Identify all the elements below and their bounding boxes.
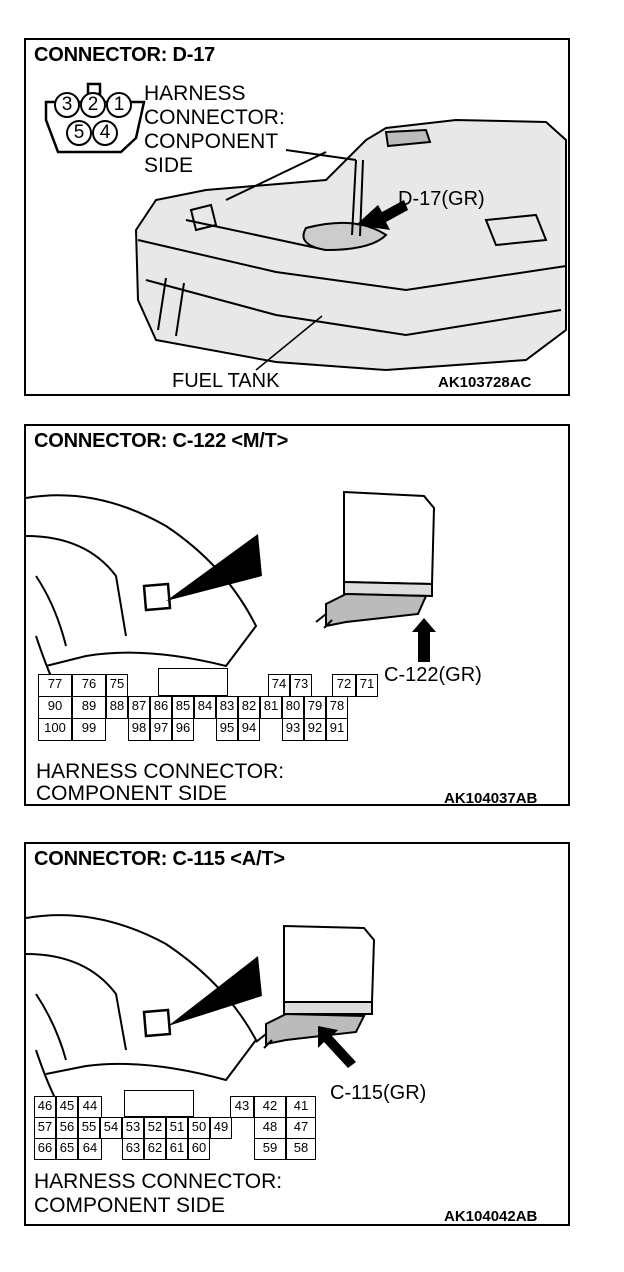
c115-pin-44: 44 <box>78 1096 102 1118</box>
connector-d17-panel: CONNECTOR: D-17 3 2 1 5 4 HARNESS CONNEC… <box>24 38 570 396</box>
c122-pin-87: 87 <box>128 696 150 719</box>
c115-empty-frame <box>124 1090 194 1117</box>
c115-pin-58: 58 <box>286 1138 316 1160</box>
c122-pin-78: 78 <box>326 696 348 719</box>
d17-pin-1: 1 <box>106 92 132 118</box>
c122-pin-74: 74 <box>268 674 290 697</box>
c115-pin-64: 64 <box>78 1138 102 1160</box>
c115-pin-41: 41 <box>286 1096 316 1118</box>
c115-harness-label-2: COMPONENT SIDE <box>34 1194 225 1217</box>
c122-harness-label-1: HARNESS CONNECTOR: <box>36 760 285 783</box>
c122-pin-79: 79 <box>304 696 326 719</box>
c122-pin-85: 85 <box>172 696 194 719</box>
c115-pin-47: 47 <box>286 1117 316 1139</box>
d17-harness-label-1: HARNESS <box>144 82 246 105</box>
d17-callout: D-17(GR) <box>398 188 485 210</box>
c122-pin-71: 71 <box>356 674 378 697</box>
c115-pin-53: 53 <box>122 1117 144 1139</box>
c122-figure-code: AK104037AB <box>444 790 538 807</box>
d17-harness-label-2: CONNECTOR: <box>144 106 285 129</box>
c115-callout: C-115(GR) <box>330 1082 427 1104</box>
c115-pin-45: 45 <box>56 1096 78 1118</box>
c122-pin-83: 83 <box>216 696 238 719</box>
c115-pin-42: 42 <box>254 1096 286 1118</box>
c122-pin-91: 91 <box>326 718 348 741</box>
c115-pin-59: 59 <box>254 1138 286 1160</box>
c115-pin-56: 56 <box>56 1117 78 1139</box>
fuel-tank-label: FUEL TANK <box>172 370 280 392</box>
c122-pin-96: 96 <box>172 718 194 741</box>
c122-pin-80: 80 <box>282 696 304 719</box>
c122-dashboard-illustration <box>26 490 436 689</box>
c115-pin-61: 61 <box>166 1138 188 1160</box>
c115-dashboard-illustration <box>26 914 376 1101</box>
d17-harness-label-4: SIDE <box>144 154 194 177</box>
c122-pin-97: 97 <box>150 718 172 741</box>
c115-pin-62: 62 <box>144 1138 166 1160</box>
c122-harness-label-2: COMPONENT SIDE <box>36 782 227 805</box>
c122-pin-72: 72 <box>332 674 356 697</box>
c115-pin-52: 52 <box>144 1117 166 1139</box>
c122-pin-94: 94 <box>238 718 260 741</box>
c122-pin-95: 95 <box>216 718 238 741</box>
c115-pin-65: 65 <box>56 1138 78 1160</box>
c122-pin-75: 75 <box>106 674 128 697</box>
c122-zoom-wedge <box>166 534 262 601</box>
d17-pointer-arrow <box>356 200 408 230</box>
c115-harness-label-1: HARNESS CONNECTOR: <box>34 1170 283 1193</box>
c122-pin-82: 82 <box>238 696 260 719</box>
c122-pin-100: 100 <box>38 718 72 741</box>
c122-callout: C-122(GR) <box>384 664 482 686</box>
c122-pin-92: 92 <box>304 718 326 741</box>
c122-pin-77: 77 <box>38 674 72 697</box>
c122-ecu-module <box>315 490 436 629</box>
d17-pin-3: 3 <box>54 92 80 118</box>
c122-pin-88: 88 <box>106 696 128 719</box>
c115-pin-54: 54 <box>100 1117 122 1139</box>
d17-harness-label-3: CONPONENT <box>144 130 279 153</box>
d17-figure-code: AK103728AC <box>438 374 532 391</box>
d17-pin-4: 4 <box>92 120 118 146</box>
c115-pin-50: 50 <box>188 1117 210 1139</box>
c115-pin-46: 46 <box>34 1096 56 1118</box>
c122-pin-76: 76 <box>72 674 106 697</box>
c122-pin-99: 99 <box>72 718 106 741</box>
c115-ecu-module <box>255 924 376 1049</box>
c115-figure-code: AK104042AB <box>444 1208 538 1225</box>
c115-pin-60: 60 <box>188 1138 210 1160</box>
c122-pin-98: 98 <box>128 718 150 741</box>
c115-pin-57: 57 <box>34 1117 56 1139</box>
c115-pin-63: 63 <box>122 1138 144 1160</box>
d17-title: CONNECTOR: D-17 <box>34 44 216 66</box>
c115-pin-55: 55 <box>78 1117 100 1139</box>
d17-pin-2: 2 <box>80 92 106 118</box>
c115-pin-43: 43 <box>230 1096 254 1118</box>
fuel-tank-illustration <box>44 82 567 372</box>
c122-pin-81: 81 <box>260 696 282 719</box>
c122-pin-93: 93 <box>282 718 304 741</box>
c115-pin-48: 48 <box>254 1117 286 1139</box>
d17-pin-5: 5 <box>66 120 92 146</box>
c115-title: CONNECTOR: C-115 <A/T> <box>34 848 285 870</box>
c122-pin-89: 89 <box>72 696 106 719</box>
c122-pin-73: 73 <box>290 674 312 697</box>
c115-pin-51: 51 <box>166 1117 188 1139</box>
c115-pin-49: 49 <box>210 1117 232 1139</box>
c122-pin-90: 90 <box>38 696 72 719</box>
c122-pointer-arrow <box>412 618 436 662</box>
c115-zoom-wedge <box>168 956 262 1026</box>
c122-empty-frame <box>158 668 228 696</box>
c122-pin-86: 86 <box>150 696 172 719</box>
c115-pin-66: 66 <box>34 1138 56 1160</box>
c122-title: CONNECTOR: C-122 <M/T> <box>34 430 289 452</box>
c122-pin-84: 84 <box>194 696 216 719</box>
c115-pointer-arrow <box>318 1026 356 1068</box>
